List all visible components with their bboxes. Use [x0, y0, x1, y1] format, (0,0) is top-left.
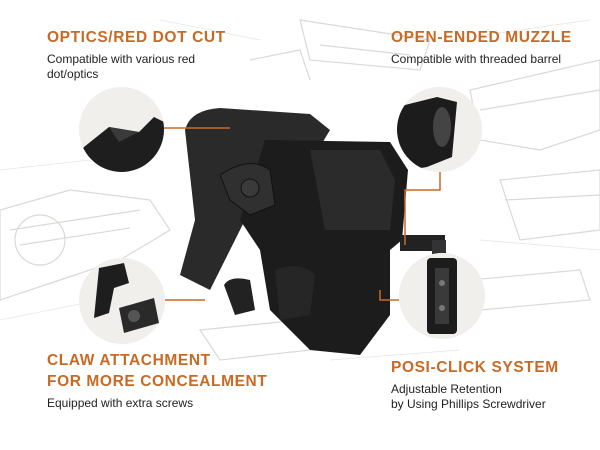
- feature-posi-description-line2: by Using Phillips Screwdriver: [391, 397, 546, 411]
- feature-claw-description: Equipped with extra screws: [47, 396, 194, 410]
- feature-claw-title-line2: FOR MORE CONCEALMENT: [47, 373, 268, 390]
- posi-click-closeup-icon: [399, 253, 485, 339]
- claw-attachment-closeup-icon: [79, 258, 165, 344]
- feature-posi-description: Adjustable Retention by Using Phillips S…: [391, 382, 596, 412]
- feature-posi-description-line1: Adjustable Retention: [391, 382, 502, 396]
- feature-muzzle-title: OPEN-ENDED MUZZLE: [391, 29, 572, 46]
- holster-image: [180, 108, 446, 355]
- open-muzzle-closeup-icon: [397, 87, 482, 172]
- feature-posi: POSI-CLICK SYSTEM Adjustable Retention b…: [391, 358, 596, 412]
- feature-muzzle-description: Compatible with threaded barrel: [391, 52, 562, 66]
- optics-cut-closeup-icon: [79, 87, 164, 172]
- feature-optics: OPTICS/RED DOT CUT Compatible with vario…: [47, 28, 247, 82]
- feature-posi-title: POSI-CLICK SYSTEM: [391, 359, 559, 376]
- feature-claw: CLAW ATTACHMENT FOR MORE CONCEALMENT Equ…: [47, 350, 307, 411]
- feature-muzzle: OPEN-ENDED MUZZLE Compatible with thread…: [391, 28, 596, 67]
- feature-claw-title-line1: CLAW ATTACHMENT: [47, 352, 211, 369]
- feature-claw-title: CLAW ATTACHMENT FOR MORE CONCEALMENT: [47, 350, 307, 392]
- feature-optics-title: OPTICS/RED DOT CUT: [47, 29, 226, 46]
- feature-optics-description: Compatible with various red dot/optics: [47, 52, 196, 81]
